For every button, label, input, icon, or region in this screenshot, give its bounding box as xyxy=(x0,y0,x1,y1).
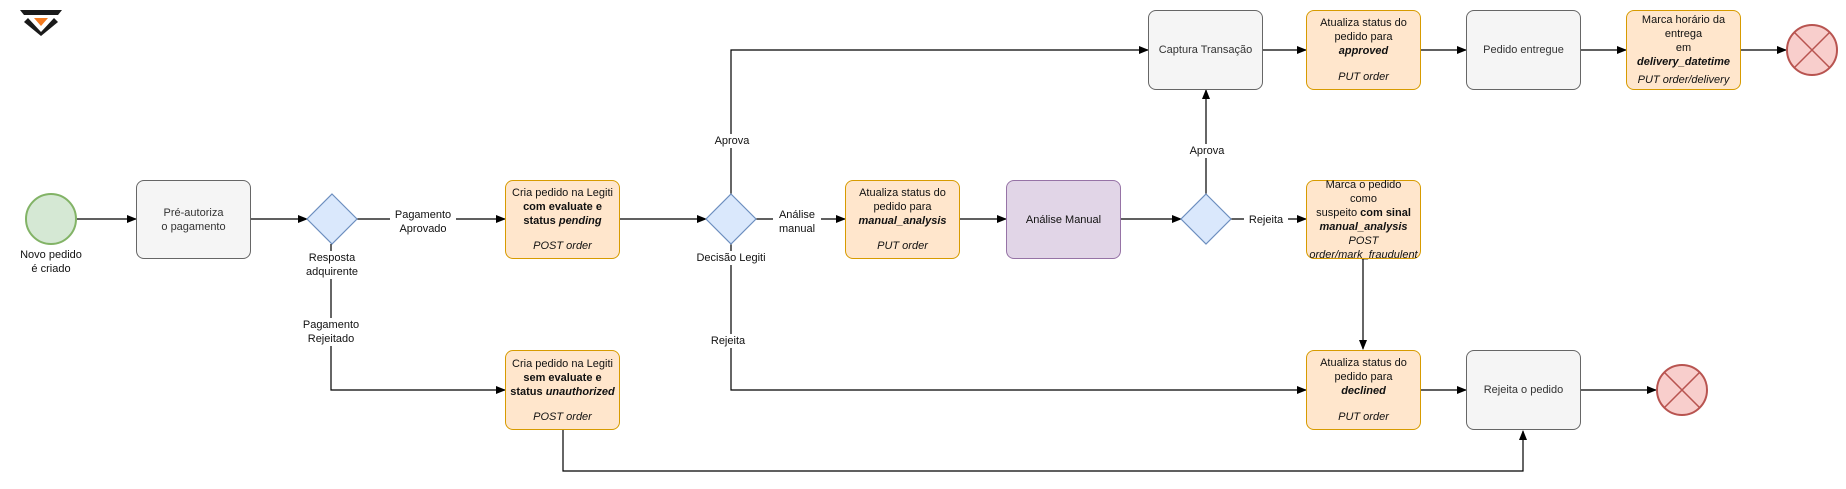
logo-icon xyxy=(20,10,62,36)
task-status-manual-analysis: Atualiza status do pedido para manual_an… xyxy=(845,180,960,259)
task-order-delivered: Pedido entregue xyxy=(1466,10,1581,90)
task-mark-fraudulent: Marca o pedido como suspeito com sinal m… xyxy=(1306,179,1421,261)
label-legiti-decision: Decisão Legiti xyxy=(690,251,772,265)
task-reject-order: Rejeita o pedido xyxy=(1466,350,1581,430)
label-payment-rejected: Pagamento Rejeitado xyxy=(296,318,366,346)
edge-gw2-capture xyxy=(730,46,1149,194)
label-reject-manual: Rejeita xyxy=(1244,213,1288,227)
gateway-acquirer-response xyxy=(306,193,358,245)
start-event-label: Novo pedido é criado xyxy=(11,248,91,276)
edge-gw2-status-declined xyxy=(730,244,1307,394)
task-status-approved: Atualiza status do pedido para approved … xyxy=(1306,10,1421,90)
gateway-legiti-decision xyxy=(705,193,757,245)
task-create-order-unauthorized: Cria pedido na Legiti sem evaluate e sta… xyxy=(505,350,620,430)
label-approve-legiti: Aprova xyxy=(710,134,754,148)
label-manual-analysis-edge: Análise manual xyxy=(773,208,821,236)
task-status-declined: Atualiza status do pedido para declined … xyxy=(1306,350,1421,430)
task-capture-transaction: Captura Transação xyxy=(1148,10,1263,90)
label-acquirer-response: Resposta adquirente xyxy=(296,251,368,279)
task-manual-analysis: Análise Manual xyxy=(1006,180,1121,259)
end-event-rejected xyxy=(1656,364,1708,416)
label-reject-legiti: Rejeita xyxy=(706,334,750,348)
label-payment-approved: Pagamento Aprovado xyxy=(390,208,456,236)
edge-create-unauth-reject xyxy=(562,430,1527,472)
label-approve-manual: Aprova xyxy=(1185,144,1229,158)
start-event xyxy=(25,193,77,245)
task-create-order-pending: Cria pedido na Legiti com evaluate e sta… xyxy=(505,180,620,259)
gateway-manual-decision xyxy=(1180,193,1232,245)
end-event-delivered xyxy=(1786,24,1838,76)
edge-gw1-create-unauth xyxy=(330,244,506,394)
task-preauthorize-payment: Pré-autoriza o pagamento xyxy=(136,180,251,259)
task-mark-delivery-time: Marca horário da entrega em delivery_dat… xyxy=(1626,10,1741,90)
